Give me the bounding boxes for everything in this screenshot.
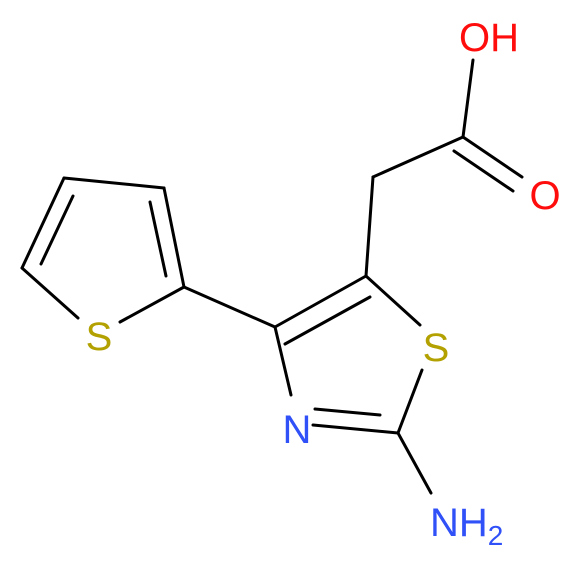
bond-carboxyl-hydroxyl	[461, 58, 475, 139]
amine-label: NH2	[430, 501, 503, 551]
bond-c2-amine	[396, 431, 433, 495]
amine-label-subscript: 2	[488, 520, 504, 551]
bond-thiophene-c2-c3	[162, 186, 186, 289]
hydroxyl-label: OH	[459, 16, 519, 60]
bond-thiazole-c5-s	[364, 274, 422, 327]
bond-thiophene-c4-c5	[20, 176, 66, 270]
bond-thiazole-c4-c5	[273, 274, 368, 329]
amine-label-main: NH	[430, 501, 488, 545]
bond-thiazole-n-c4	[273, 325, 293, 397]
thiazole-nitrogen-label: N	[283, 408, 312, 452]
bond-carboxyl-carbonyl-1	[461, 135, 524, 179]
bond-carboxyl-carbonyl-2	[452, 149, 515, 193]
bond-thiophene-c4-c5-inner	[39, 194, 75, 266]
bond-thiazole-c2-n-inner	[313, 407, 382, 417]
bond-thiazole-s-c2	[396, 368, 424, 435]
thiazole-sulfur-label: S	[423, 326, 450, 370]
bond-thiophene-c5-s	[20, 266, 80, 320]
bond-thiazole-c2-n	[311, 423, 400, 435]
bond-ch2-carboxyl	[371, 135, 465, 179]
bond-c5-ch2	[364, 175, 375, 278]
bond-thiophene-c3-c4	[62, 176, 166, 190]
bond-thiophene-c2-c3-inner	[148, 200, 168, 278]
bond-thiophene-thiazole	[182, 285, 277, 329]
bond-thiophene-s-c2	[118, 285, 186, 324]
bond-thiazole-c4-c5-inner	[283, 295, 372, 346]
carbonyl-oxygen-label: O	[529, 174, 560, 218]
thiophene-sulfur-label: S	[86, 315, 113, 359]
